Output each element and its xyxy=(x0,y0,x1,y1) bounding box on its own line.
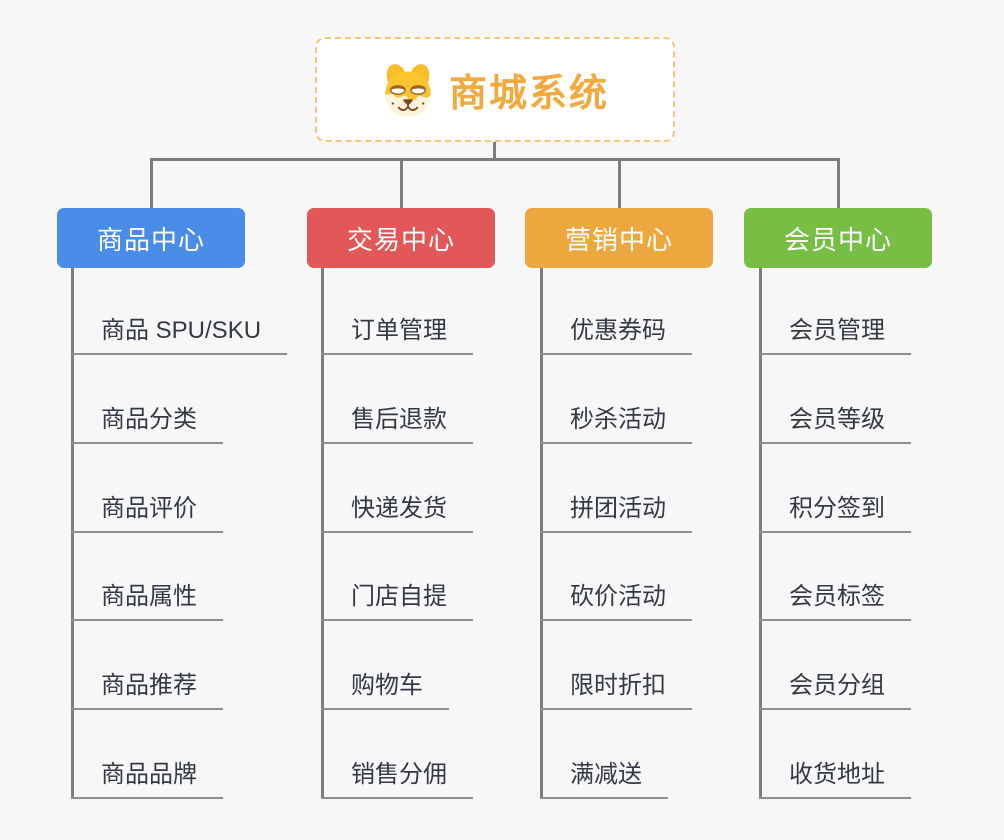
branch-node-marketing-center[interactable]: 营销中心 xyxy=(525,208,713,268)
leaf-node[interactable]: 订单管理 xyxy=(321,309,473,355)
leaf-node[interactable]: 商品评价 xyxy=(71,487,223,533)
shiba-dog-icon xyxy=(381,61,435,119)
connector-drop-product xyxy=(150,158,153,209)
connector-drop-member xyxy=(837,158,840,209)
column-line-marketing xyxy=(540,268,543,799)
leaf-node[interactable]: 砍价活动 xyxy=(540,575,692,621)
leaf-node[interactable]: 商品分类 xyxy=(71,398,223,444)
root-title: 商城系统 xyxy=(448,73,609,115)
leaf-node[interactable]: 限时折扣 xyxy=(540,664,692,710)
leaf-node[interactable]: 商品推荐 xyxy=(71,664,223,710)
column-line-trade xyxy=(321,268,324,799)
leaf-node[interactable]: 会员等级 xyxy=(759,398,911,444)
connector-root-stem xyxy=(493,142,496,159)
branch-node-trade-center[interactable]: 交易中心 xyxy=(307,208,495,268)
leaf-node[interactable]: 优惠券码 xyxy=(540,309,692,355)
leaf-node[interactable]: 商品属性 xyxy=(71,575,223,621)
column-line-product xyxy=(71,268,74,799)
leaf-node[interactable]: 秒杀活动 xyxy=(540,398,692,444)
branch-label: 商品中心 xyxy=(96,224,205,255)
root-node[interactable]: 商城系统 xyxy=(315,37,675,142)
leaf-node[interactable]: 快递发货 xyxy=(321,487,473,533)
leaf-node[interactable]: 积分签到 xyxy=(759,487,911,533)
connector-drop-marketing xyxy=(618,158,621,209)
leaf-node[interactable]: 销售分佣 xyxy=(321,753,473,799)
leaf-node[interactable]: 满减送 xyxy=(540,753,668,799)
leaf-node[interactable]: 会员分组 xyxy=(759,664,911,710)
leaf-node[interactable]: 商品品牌 xyxy=(71,753,223,799)
branch-label: 会员中心 xyxy=(783,224,892,255)
leaf-node[interactable]: 商品 SPU/SKU xyxy=(71,309,288,355)
column-line-member xyxy=(759,268,762,799)
leaf-node[interactable]: 拼团活动 xyxy=(540,487,692,533)
leaf-node[interactable]: 购物车 xyxy=(321,664,449,710)
connector-drop-trade xyxy=(400,158,403,209)
leaf-node[interactable]: 收货地址 xyxy=(759,753,911,799)
connector-bus xyxy=(150,158,840,161)
leaf-node[interactable]: 门店自提 xyxy=(321,575,473,621)
leaf-node[interactable]: 会员管理 xyxy=(759,309,911,355)
branch-label: 交易中心 xyxy=(346,224,455,255)
branch-node-member-center[interactable]: 会员中心 xyxy=(744,208,932,268)
branch-label: 营销中心 xyxy=(564,224,673,255)
branch-node-product-center[interactable]: 商品中心 xyxy=(57,208,245,268)
leaf-node[interactable]: 会员标签 xyxy=(759,575,911,621)
leaf-node[interactable]: 售后退款 xyxy=(321,398,473,444)
